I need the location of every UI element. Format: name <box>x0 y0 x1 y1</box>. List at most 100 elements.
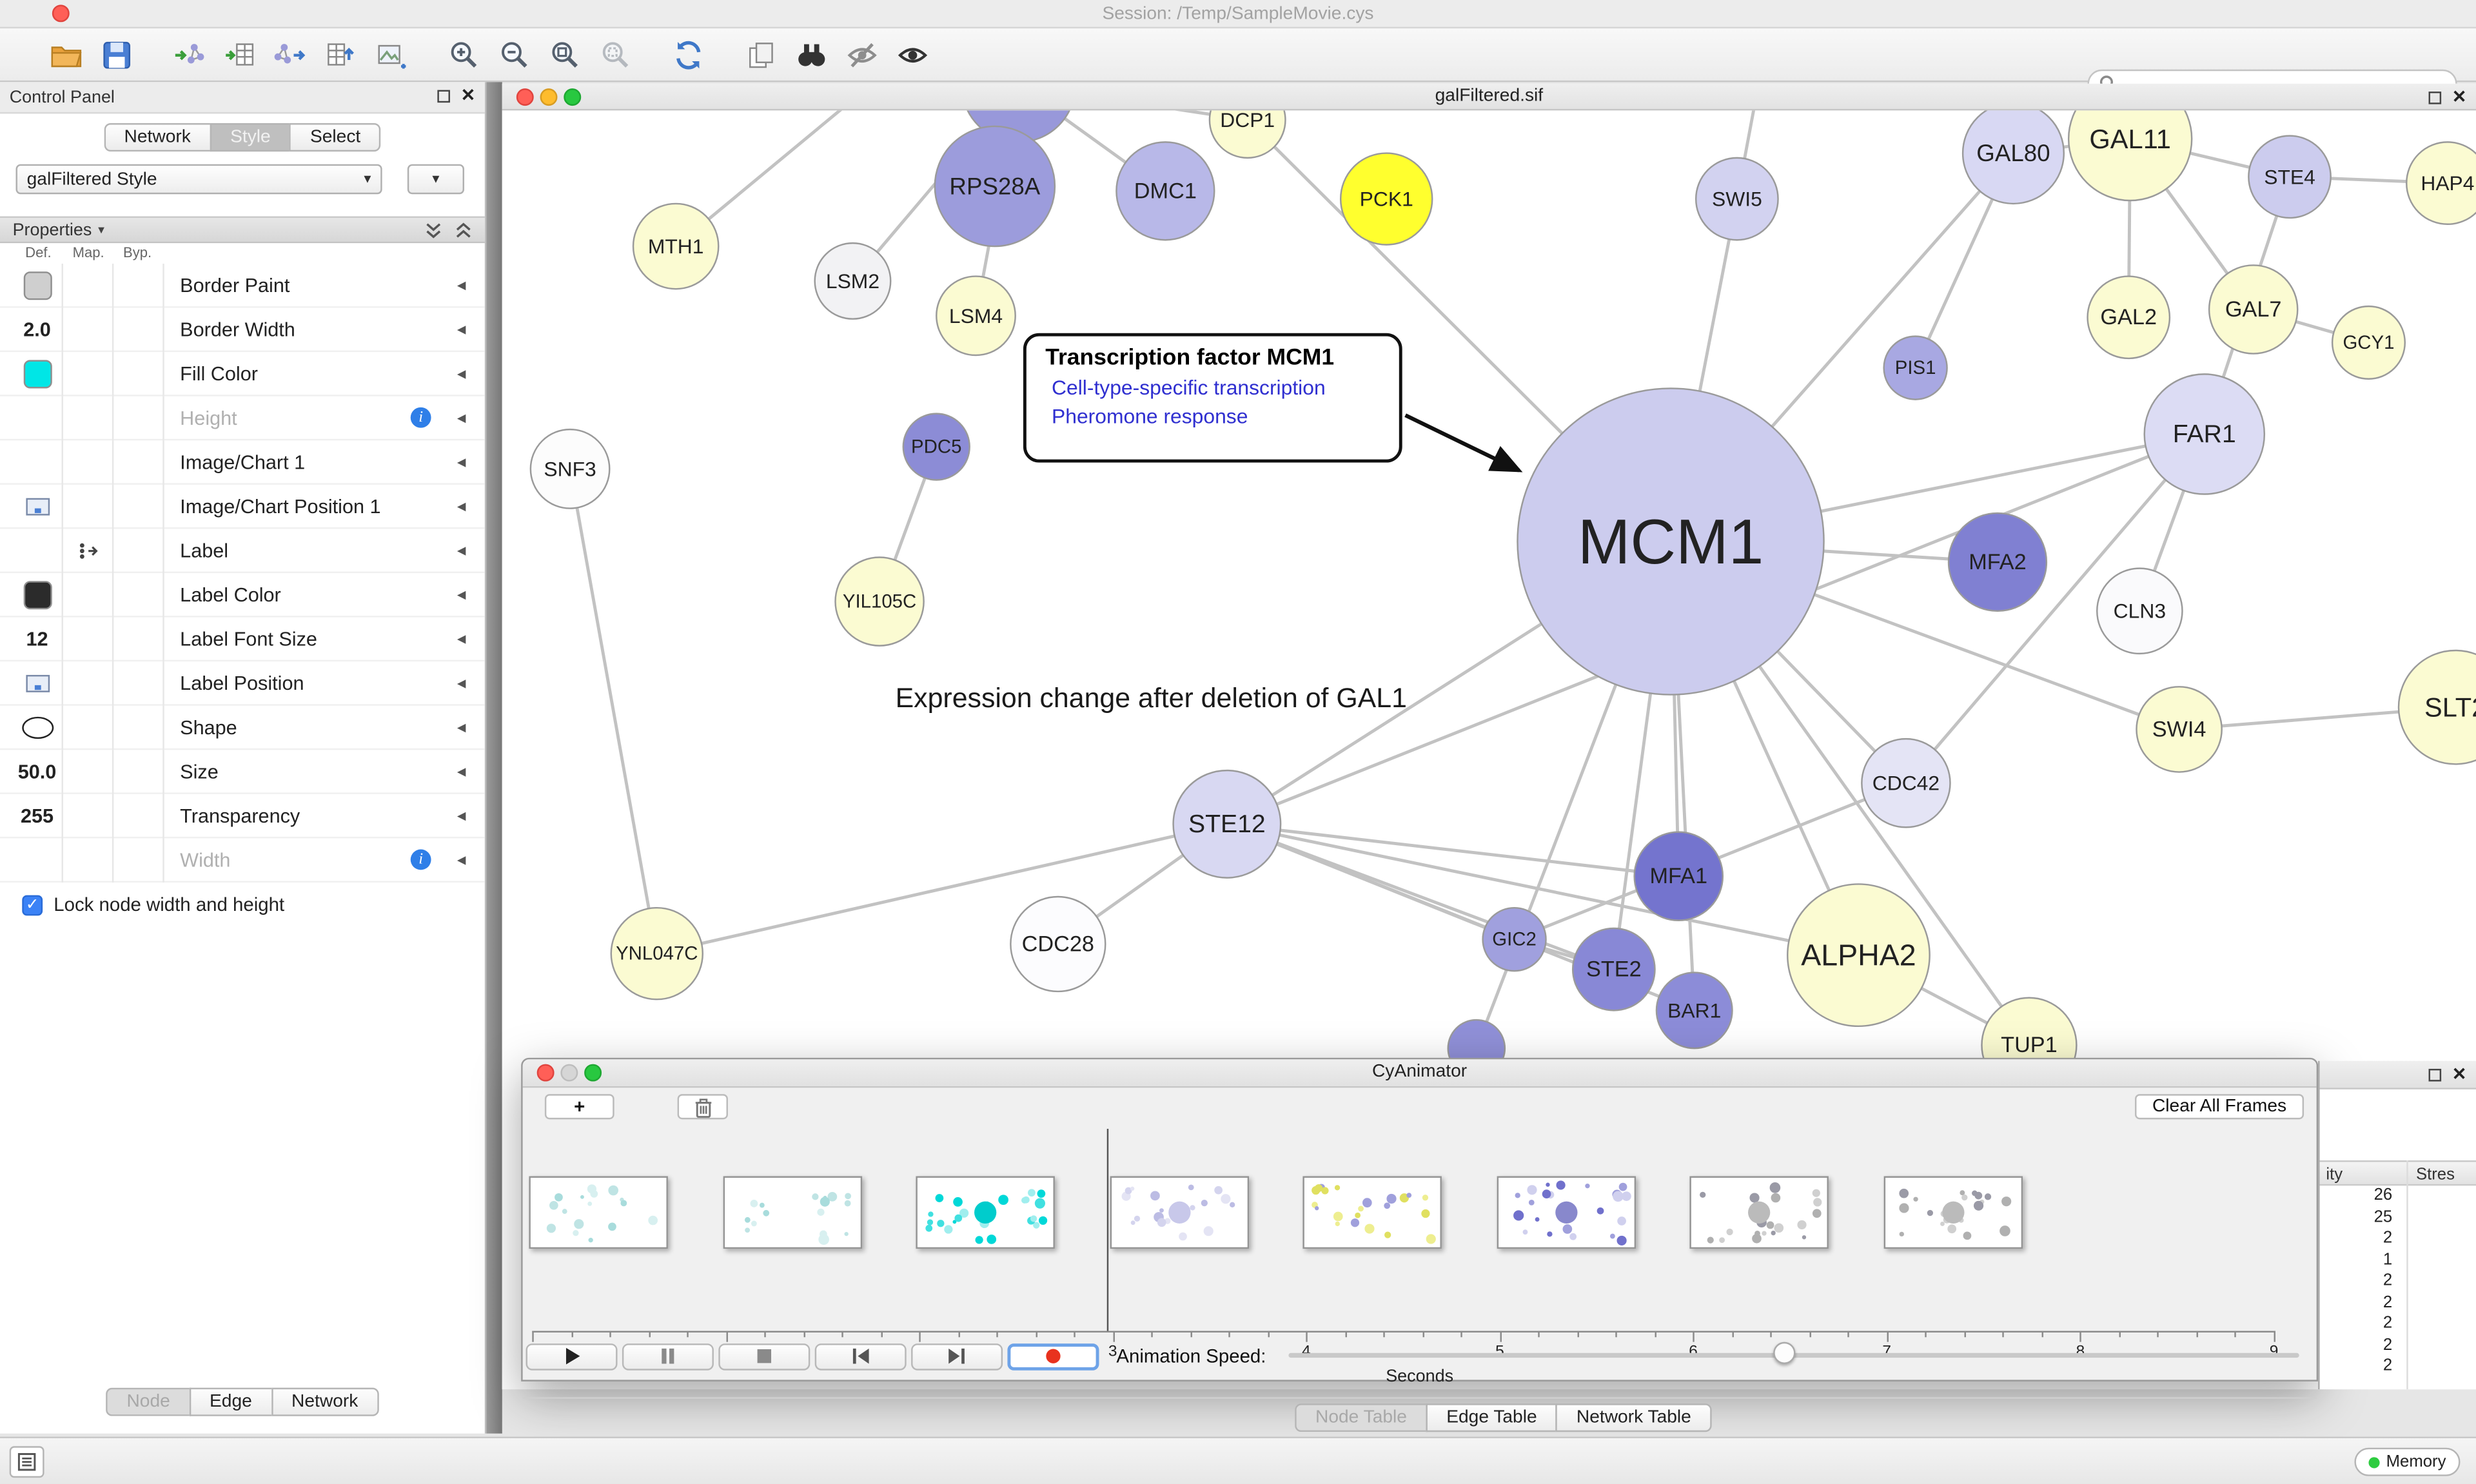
edge-ste12-alpha2[interactable] <box>1226 822 1859 957</box>
cyanimator-titlebar[interactable]: CyAnimator <box>522 1059 2317 1088</box>
expand-all-icon[interactable] <box>455 220 472 239</box>
zoom-selected-button[interactable] <box>591 32 641 77</box>
column-header[interactable]: ity <box>2326 1165 2343 1184</box>
default-value-cell[interactable]: 12 <box>13 616 63 661</box>
node-cln3[interactable] <box>2096 567 2183 655</box>
maximize-window-button[interactable] <box>564 88 582 106</box>
close-window-icon[interactable]: ✕ <box>2451 88 2467 108</box>
maximize-window-button[interactable] <box>584 1064 602 1082</box>
info-icon[interactable]: i <box>410 849 431 870</box>
search-network-button[interactable] <box>787 32 837 77</box>
property-row-fill-color[interactable]: Fill Color◂ <box>0 351 485 396</box>
skip-to-end-button[interactable] <box>911 1342 1003 1370</box>
node-ynl047c[interactable] <box>610 906 704 1001</box>
mapping-cell[interactable] <box>63 572 114 617</box>
bypass-cell[interactable] <box>113 705 164 750</box>
mapping-cell[interactable] <box>63 793 114 838</box>
table-row[interactable]: 2 <box>2320 1292 2476 1313</box>
property-row-image-chart-position-1[interactable]: Image/Chart Position 1◂ <box>0 483 485 529</box>
expand-arrow-icon[interactable]: ◂ <box>457 585 466 605</box>
table-row[interactable]: 1 <box>2320 1249 2476 1271</box>
default-value-cell[interactable]: 2.0 <box>13 307 63 351</box>
frame-thumbnail-7[interactable] <box>1883 1176 2023 1249</box>
bypass-cell[interactable] <box>113 440 164 484</box>
column-header[interactable]: Stres <box>2415 1165 2455 1184</box>
expand-arrow-icon[interactable]: ◂ <box>457 674 466 694</box>
refresh-button[interactable] <box>663 32 714 77</box>
info-icon[interactable]: i <box>410 407 431 428</box>
edge-mth1-a1[interactable] <box>674 110 897 248</box>
memory-button[interactable]: Memory <box>2354 1447 2461 1476</box>
duplicate-button[interactable] <box>736 32 786 77</box>
bypass-cell[interactable] <box>113 262 164 308</box>
node-dcp1[interactable] <box>1208 110 1286 159</box>
mapping-cell[interactable] <box>63 395 114 440</box>
default-value-cell[interactable] <box>13 262 63 308</box>
node-cdc42[interactable] <box>1861 737 1951 828</box>
open-button[interactable] <box>41 32 92 77</box>
default-value-cell[interactable]: 50.0 <box>13 749 63 794</box>
results-panel-titlebar[interactable]: ✕ <box>2319 1060 2476 1089</box>
clear-all-frames-button[interactable]: Clear All Frames <box>2135 1094 2304 1120</box>
bypass-cell[interactable] <box>113 616 164 661</box>
frame-thumbnail-3[interactable] <box>1109 1176 1249 1249</box>
node-ste12[interactable] <box>1172 769 1282 879</box>
default-value-cell[interactable] <box>13 660 63 705</box>
mapping-cell[interactable] <box>63 528 114 572</box>
node-hap[interactable] <box>2406 141 2476 225</box>
node-swi4[interactable] <box>2136 686 2223 773</box>
frame-thumbnail-5[interactable] <box>1497 1176 1636 1249</box>
zoom-out-button[interactable] <box>489 32 540 77</box>
mapping-cell[interactable] <box>63 660 114 705</box>
zoom-fit-button[interactable] <box>540 32 591 77</box>
bypass-cell[interactable] <box>113 572 164 617</box>
table-row[interactable]: 25 <box>2320 1207 2476 1228</box>
node-gcy1[interactable] <box>2331 305 2406 380</box>
property-row-label[interactable]: Label◂ <box>0 528 485 573</box>
expand-arrow-icon[interactable]: ◂ <box>457 542 466 561</box>
property-row-border-paint[interactable]: Border Paint◂ <box>0 262 485 308</box>
import-table-button[interactable] <box>215 32 265 77</box>
node-swi5[interactable] <box>1695 157 1779 241</box>
node-gal11[interactable] <box>2067 110 2193 202</box>
style-options-dropdown[interactable]: ▾ <box>407 164 465 195</box>
stop-button[interactable] <box>718 1342 811 1370</box>
table-row[interactable]: 2 <box>2320 1356 2476 1378</box>
show-panels-button[interactable] <box>9 1446 44 1478</box>
mapping-cell[interactable] <box>63 351 114 396</box>
hide-selected-button[interactable] <box>837 32 887 77</box>
float-window-icon[interactable] <box>2428 92 2441 104</box>
expand-arrow-icon[interactable]: ◂ <box>457 497 466 516</box>
skip-to-start-button[interactable] <box>814 1342 907 1370</box>
bypass-cell[interactable] <box>113 307 164 351</box>
expand-arrow-icon[interactable]: ◂ <box>457 320 466 340</box>
node-mcm1[interactable] <box>1517 387 1825 696</box>
node-mfa1[interactable] <box>1633 831 1724 921</box>
tab-node-style[interactable]: Node <box>106 1387 190 1416</box>
property-row-shape[interactable]: Shape◂ <box>0 705 485 750</box>
export-network-button[interactable] <box>265 32 315 77</box>
table-row[interactable]: 2 <box>2320 1228 2476 1249</box>
mapping-cell[interactable] <box>63 749 114 794</box>
tab-edge-table[interactable]: Edge Table <box>1426 1403 1557 1432</box>
mapping-cell[interactable] <box>63 705 114 750</box>
frame-thumbnail-1[interactable] <box>722 1176 862 1249</box>
default-value-cell[interactable] <box>13 440 63 484</box>
default-value-cell[interactable] <box>13 528 63 572</box>
node-snf3[interactable] <box>529 428 611 509</box>
close-window-button[interactable] <box>536 1064 555 1082</box>
bypass-cell[interactable] <box>113 528 164 572</box>
mapping-cell[interactable] <box>63 837 114 882</box>
node-lsm4[interactable] <box>936 275 1016 356</box>
edge-ste12-ynl047c[interactable] <box>656 822 1228 955</box>
mapping-cell[interactable] <box>63 483 114 529</box>
mapping-cell[interactable] <box>63 616 114 661</box>
tab-node-table[interactable]: Node Table <box>1295 1403 1426 1432</box>
edge-cdc42-far1[interactable] <box>1905 433 2206 785</box>
delete-frame-button[interactable] <box>677 1094 728 1120</box>
node-gal80[interactable] <box>1961 110 2065 205</box>
